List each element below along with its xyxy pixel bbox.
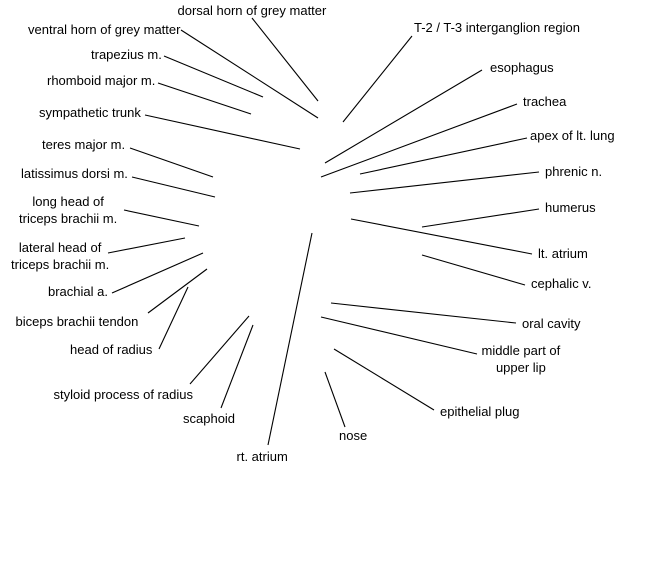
leader-line-head-radius — [158, 286, 189, 350]
label-head-radius: head of radius — [70, 342, 153, 357]
label-oral-cavity: oral cavity — [522, 316, 581, 331]
label-humerus: humerus — [545, 200, 596, 215]
label-dorsal-horn: dorsal horn of grey matter — [177, 3, 327, 18]
leader-line-phrenic — [349, 171, 540, 194]
label-rt-atrium: rt. atrium — [236, 449, 288, 464]
leader-line-epithelial-plug — [333, 348, 435, 411]
label-biceps-tendon: biceps brachii tendon — [15, 314, 139, 329]
label-cephalic: cephalic v. — [531, 276, 592, 291]
label-apex-lung: apex of lt. lung — [530, 128, 615, 143]
label-esophagus: esophagus — [490, 60, 554, 75]
leader-line-humerus — [421, 208, 540, 228]
label-lt-atrium: lt. atrium — [538, 246, 588, 261]
label-epithelial-plug: epithelial plug — [440, 404, 520, 419]
leader-line-apex-lung — [359, 137, 528, 175]
leader-line-lateral-head-triceps — [107, 237, 186, 254]
label-trachea: trachea — [523, 94, 567, 109]
leader-line-oral-cavity — [330, 302, 517, 324]
leader-line-dorsal-horn — [251, 17, 319, 102]
label-latissimus: latissimus dorsi m. — [21, 166, 128, 181]
leader-line-trachea — [320, 103, 518, 178]
leader-line-latissimus — [131, 176, 216, 198]
label-styloid: styloid process of radius — [53, 387, 193, 402]
leader-line-scaphoid — [220, 324, 254, 409]
label-brachial-a: brachial a. — [48, 284, 108, 299]
leader-line-sympathetic-trunk — [144, 114, 301, 150]
leader-line-rhomboid — [157, 82, 252, 115]
leader-line-teres-major — [129, 147, 214, 178]
leader-line-rt-atrium — [267, 232, 313, 446]
leader-line-lt-atrium — [350, 218, 533, 255]
leader-line-ventral-horn — [180, 29, 319, 119]
leader-line-esophagus — [324, 69, 483, 164]
label-sympathetic-trunk: sympathetic trunk — [39, 105, 141, 120]
label-teres-major: teres major m. — [42, 137, 126, 152]
label-rhomboid: rhomboid major m. — [47, 73, 156, 88]
label-ventral-horn: ventral horn of grey matter — [28, 22, 181, 37]
label-trapezius: trapezius m. — [91, 47, 162, 62]
leader-line-brachial-a — [111, 252, 204, 294]
leader-line-long-head-triceps — [123, 209, 200, 227]
leader-line-biceps-tendon — [147, 268, 208, 314]
leader-line-styloid — [189, 315, 250, 385]
leader-line-nose — [324, 371, 346, 428]
label-phrenic: phrenic n. — [545, 164, 603, 179]
leader-line-middle-lip — [320, 316, 478, 355]
leader-line-t2-t3 — [342, 35, 413, 123]
leader-line-trapezius — [163, 55, 264, 98]
leader-line-cephalic — [421, 254, 526, 286]
label-nose: nose — [339, 428, 368, 443]
label-t2-t3: T-2 / T-3 interganglion region — [414, 20, 580, 35]
label-scaphoid: scaphoid — [183, 411, 236, 426]
